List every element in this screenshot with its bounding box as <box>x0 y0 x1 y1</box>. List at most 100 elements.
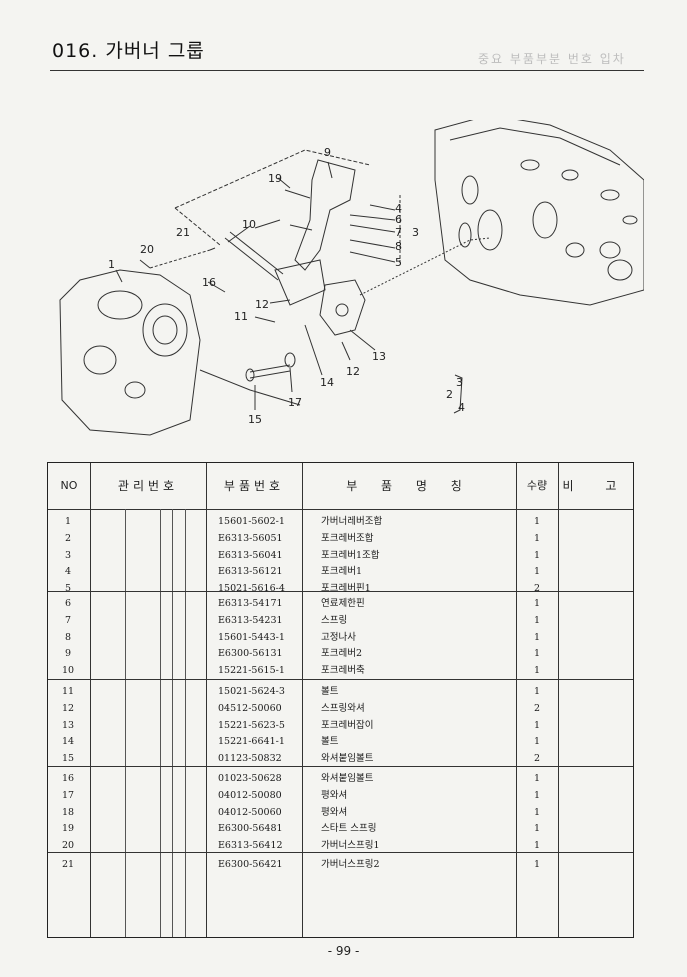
table-cell-part-no: E6313-56412 <box>218 840 283 852</box>
table-cell-part-no: E6300-56421 <box>218 859 283 870</box>
exploded-parts-diagram: 1 20 21 10 19 9 4 6 7 3 8 5 16 12 11 13 … <box>59 120 644 436</box>
table-cell-no: 9 <box>64 648 72 660</box>
callout-16: 16 <box>202 276 216 289</box>
callout-19: 19 <box>268 172 282 185</box>
table-cell-no: 17 <box>61 789 75 801</box>
table-cell-name: 와셔붙임볼트 <box>321 773 374 784</box>
table-cell-qty: 1 <box>533 532 541 544</box>
callout-17: 17 <box>288 396 302 409</box>
table-cell-no: 12 <box>61 702 75 714</box>
table-cell-name: 볼트 <box>321 736 339 748</box>
table-cell-qty: 1 <box>533 789 541 801</box>
mgmt-subcol <box>160 509 161 937</box>
table-cell-qty: 1 <box>533 549 541 561</box>
callout-2-detail: 2 <box>446 388 453 401</box>
header-quantity: 수량 <box>526 479 548 492</box>
table-cell-no: 15 <box>61 753 75 765</box>
table-cell-name: 스프링 <box>321 614 348 626</box>
table-cell-no: 3 <box>64 549 72 561</box>
group-divider <box>48 766 633 767</box>
table-cell-name: 포크레버핀1 <box>321 583 371 595</box>
table-cell-part-no: 15021-5616-4 <box>218 583 285 595</box>
table-cell-qty: 1 <box>533 859 541 870</box>
table-cell-part-no: E6313-56121 <box>218 566 283 578</box>
table-cell-no: 19 <box>61 823 75 835</box>
col-divider <box>558 463 559 937</box>
table-cell-name: 평와셔 <box>321 806 348 818</box>
header-part-number: 부품번호 <box>223 479 285 493</box>
table-cell-part-no: 15601-5443-1 <box>218 631 285 643</box>
table-cell-no: 7 <box>64 614 72 626</box>
table-cell-no: 20 <box>61 840 75 852</box>
callout-9: 9 <box>324 146 331 159</box>
table-cell-part-no: E6300-56481 <box>218 823 283 835</box>
callout-3-detail: 3 <box>456 376 463 389</box>
table-cell-name: 포크레버조합 <box>321 532 374 544</box>
table-cell-name: 포크레버잡이 <box>321 719 374 731</box>
table-cell-part-no: 04012-50080 <box>218 789 282 801</box>
table-cell-no: 5 <box>64 583 72 595</box>
table-cell-part-no: E6300-56131 <box>218 648 283 660</box>
table-cell-no: 1 <box>64 516 72 527</box>
callout-5: 5 <box>395 256 402 269</box>
header-no: NO <box>60 479 78 492</box>
table-cell-no: 2 <box>64 532 72 544</box>
table-cell-part-no: 04512-50060 <box>218 702 282 714</box>
table-cell-no: 4 <box>64 566 72 578</box>
callout-7: 7 <box>395 226 402 239</box>
table-cell-qty: 2 <box>533 702 541 714</box>
callout-1: 1 <box>108 258 115 271</box>
col-divider <box>516 463 517 937</box>
header-divider <box>48 509 633 510</box>
page-title: 016. 가버너 그룹 <box>52 40 205 62</box>
callout-15: 15 <box>248 413 262 426</box>
table-cell-part-no: 01123-50832 <box>218 753 282 765</box>
table-cell-name: 포크레버1 <box>321 566 363 578</box>
table-cell-name: 연료제한핀 <box>321 598 365 609</box>
table-cell-qty: 1 <box>533 598 541 609</box>
callout-20: 20 <box>140 243 154 256</box>
engine-block-right-outline <box>434 120 644 306</box>
table-cell-name: 평와셔 <box>321 789 348 801</box>
gear-case-left-outline <box>59 269 201 436</box>
table-cell-no: 18 <box>61 806 75 818</box>
table-cell-qty: 2 <box>533 583 541 595</box>
table-cell-name: 와셔붙임볼트 <box>321 753 374 765</box>
callout-3: 3 <box>412 226 419 239</box>
table-cell-no: 10 <box>61 665 75 677</box>
table-cell-no: 13 <box>61 719 75 731</box>
group-divider <box>48 591 633 592</box>
faded-reference-text: 중요 부품부분 번호 입차 <box>478 52 626 66</box>
callout-4: 4 <box>395 202 402 215</box>
callout-6: 6 <box>395 213 402 226</box>
table-cell-part-no: E6313-56051 <box>218 532 283 544</box>
table-cell-name: 스프링와셔 <box>321 702 365 714</box>
col-divider <box>206 463 207 937</box>
callout-8: 8 <box>395 240 402 253</box>
table-cell-part-no: 15021-5624-3 <box>218 686 285 697</box>
table-cell-qty: 1 <box>533 686 541 697</box>
table-cell-qty: 1 <box>533 516 541 527</box>
mgmt-subcol <box>172 509 173 937</box>
table-cell-part-no: E6313-54171 <box>218 598 283 609</box>
header-management-number: 관리번호 <box>117 479 179 493</box>
col-divider <box>90 463 91 937</box>
callout-21: 21 <box>176 226 190 239</box>
table-cell-no: 8 <box>64 631 72 643</box>
table-cell-no: 6 <box>64 598 72 609</box>
mgmt-subcol <box>125 509 126 937</box>
table-cell-name: 포크레버2 <box>321 648 363 660</box>
table-cell-name: 스타트 스프링 <box>321 823 377 835</box>
page-number: - 99 - <box>327 944 360 958</box>
table-cell-part-no: 15221-5615-1 <box>218 665 285 677</box>
table-cell-no: 11 <box>61 686 75 697</box>
table-cell-no: 16 <box>61 773 75 784</box>
table-cell-qty: 1 <box>533 823 541 835</box>
group-divider <box>48 852 633 853</box>
table-cell-qty: 1 <box>533 719 541 731</box>
callout-14: 14 <box>320 376 334 389</box>
table-cell-part-no: E6313-56041 <box>218 549 283 561</box>
callout-12: 12 <box>255 298 269 311</box>
table-cell-part-no: 01023-50628 <box>218 773 282 784</box>
